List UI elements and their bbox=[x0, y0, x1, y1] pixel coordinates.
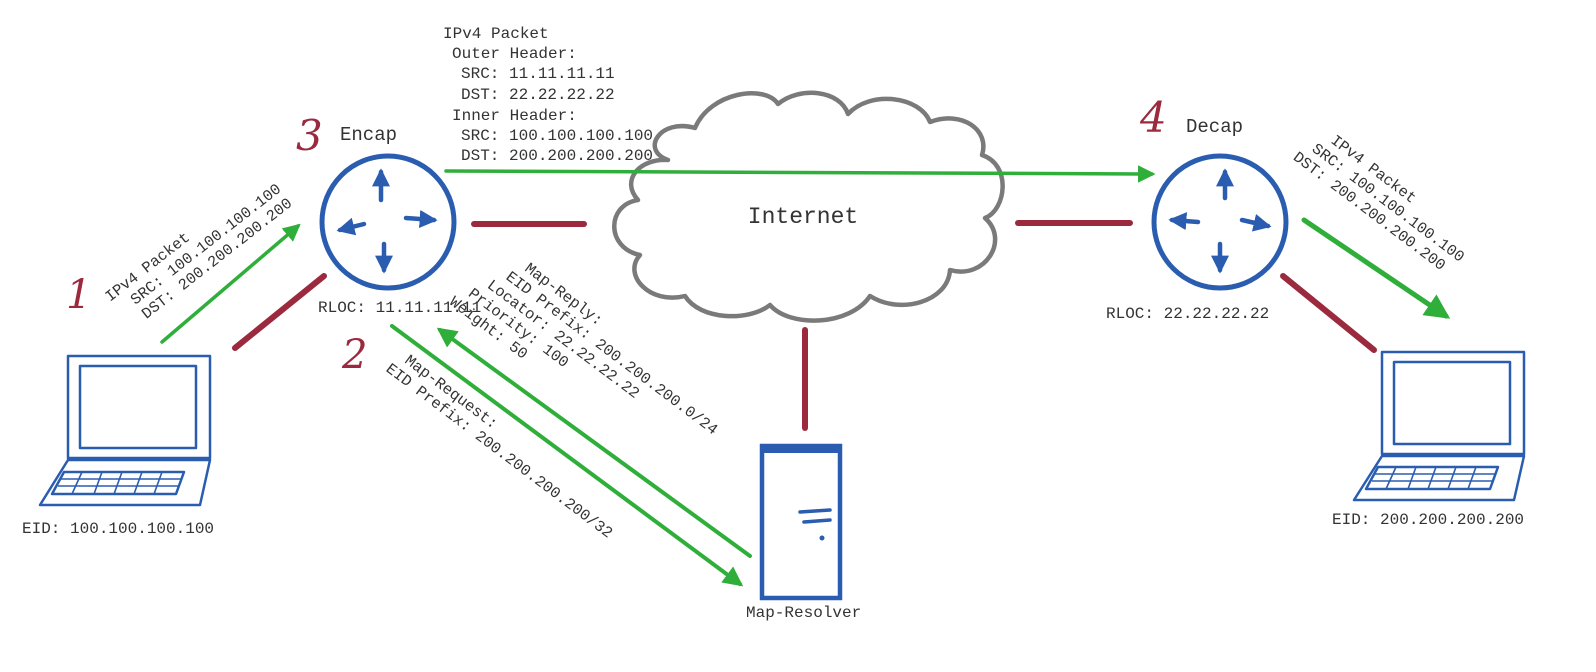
flow-arrow-decap-to-host bbox=[1301, 217, 1451, 319]
encap-label: Encap bbox=[340, 124, 397, 146]
link-decap-host-right bbox=[1280, 273, 1377, 353]
decap-router: Decap RLOC: 22.22.22.22 4 bbox=[1106, 93, 1289, 323]
laptop-icon bbox=[66, 354, 212, 460]
note-line: DST: 22.22.22.22 bbox=[461, 86, 615, 104]
note-line: EID Prefix: 200.200.200.200/32 bbox=[382, 360, 616, 542]
packet-right-note: IPv4 Packet SRC: 100.100.100.100 DST: 20… bbox=[1289, 132, 1467, 275]
encap-router: Encap RLOC: 11.11.11.11 3 bbox=[296, 111, 481, 317]
server-icon bbox=[759, 443, 843, 601]
flow-arrow-host-to-encap bbox=[160, 223, 301, 344]
note-line: SRC: 100.100.100.100 bbox=[1308, 140, 1467, 266]
router-icon bbox=[1151, 153, 1289, 291]
internet-cloud: Internet bbox=[612, 90, 1005, 323]
cloud-icon bbox=[612, 90, 1005, 323]
decap-label: Decap bbox=[1186, 116, 1243, 138]
router-arrows bbox=[336, 168, 438, 274]
encap-rloc: RLOC: 11.11.11.11 bbox=[318, 299, 481, 317]
decap-rloc: RLOC: 22.22.22.22 bbox=[1106, 305, 1269, 323]
host-left-eid: EID: 100.100.100.100 bbox=[22, 520, 214, 538]
note-line: Outer Header: bbox=[452, 45, 577, 63]
host-right-eid: EID: 200.200.200.200 bbox=[1332, 511, 1524, 529]
note-line: DST: 200.200.200.200 bbox=[461, 147, 653, 165]
map-resolver: Map-Resolver bbox=[746, 443, 861, 622]
step-4-marker: 4 bbox=[1139, 93, 1167, 142]
laptop-icon bbox=[1380, 350, 1526, 456]
host-right bbox=[1352, 350, 1526, 502]
step-3-marker: 3 bbox=[296, 111, 323, 160]
link-host-left-encap bbox=[232, 273, 327, 351]
note-line: Inner Header: bbox=[452, 107, 577, 125]
note-line: SRC: 100.100.100.100 bbox=[127, 180, 285, 309]
router-icon bbox=[319, 153, 457, 291]
step-1-marker: 1 bbox=[66, 272, 91, 318]
flow-arrow-map-request bbox=[390, 324, 744, 587]
flow-arrow-map-reply bbox=[436, 327, 752, 558]
internet-label: Internet bbox=[748, 204, 858, 230]
links bbox=[232, 220, 1377, 431]
flows bbox=[160, 165, 1451, 587]
router-arrows bbox=[1168, 168, 1272, 274]
step-2-marker: 2 bbox=[341, 332, 367, 378]
map-resolver-label: Map-Resolver bbox=[746, 604, 861, 622]
host-left bbox=[38, 354, 212, 507]
flow-arrow-encap-to-decap bbox=[444, 165, 1156, 183]
note-line: SRC: 100.100.100.100 bbox=[461, 127, 653, 145]
note-line: IPv4 Packet bbox=[443, 25, 549, 43]
note-line: SRC: 11.11.11.11 bbox=[461, 65, 615, 83]
packet-top-note: IPv4 Packet Outer Header: SRC: 11.11.11.… bbox=[443, 25, 653, 165]
